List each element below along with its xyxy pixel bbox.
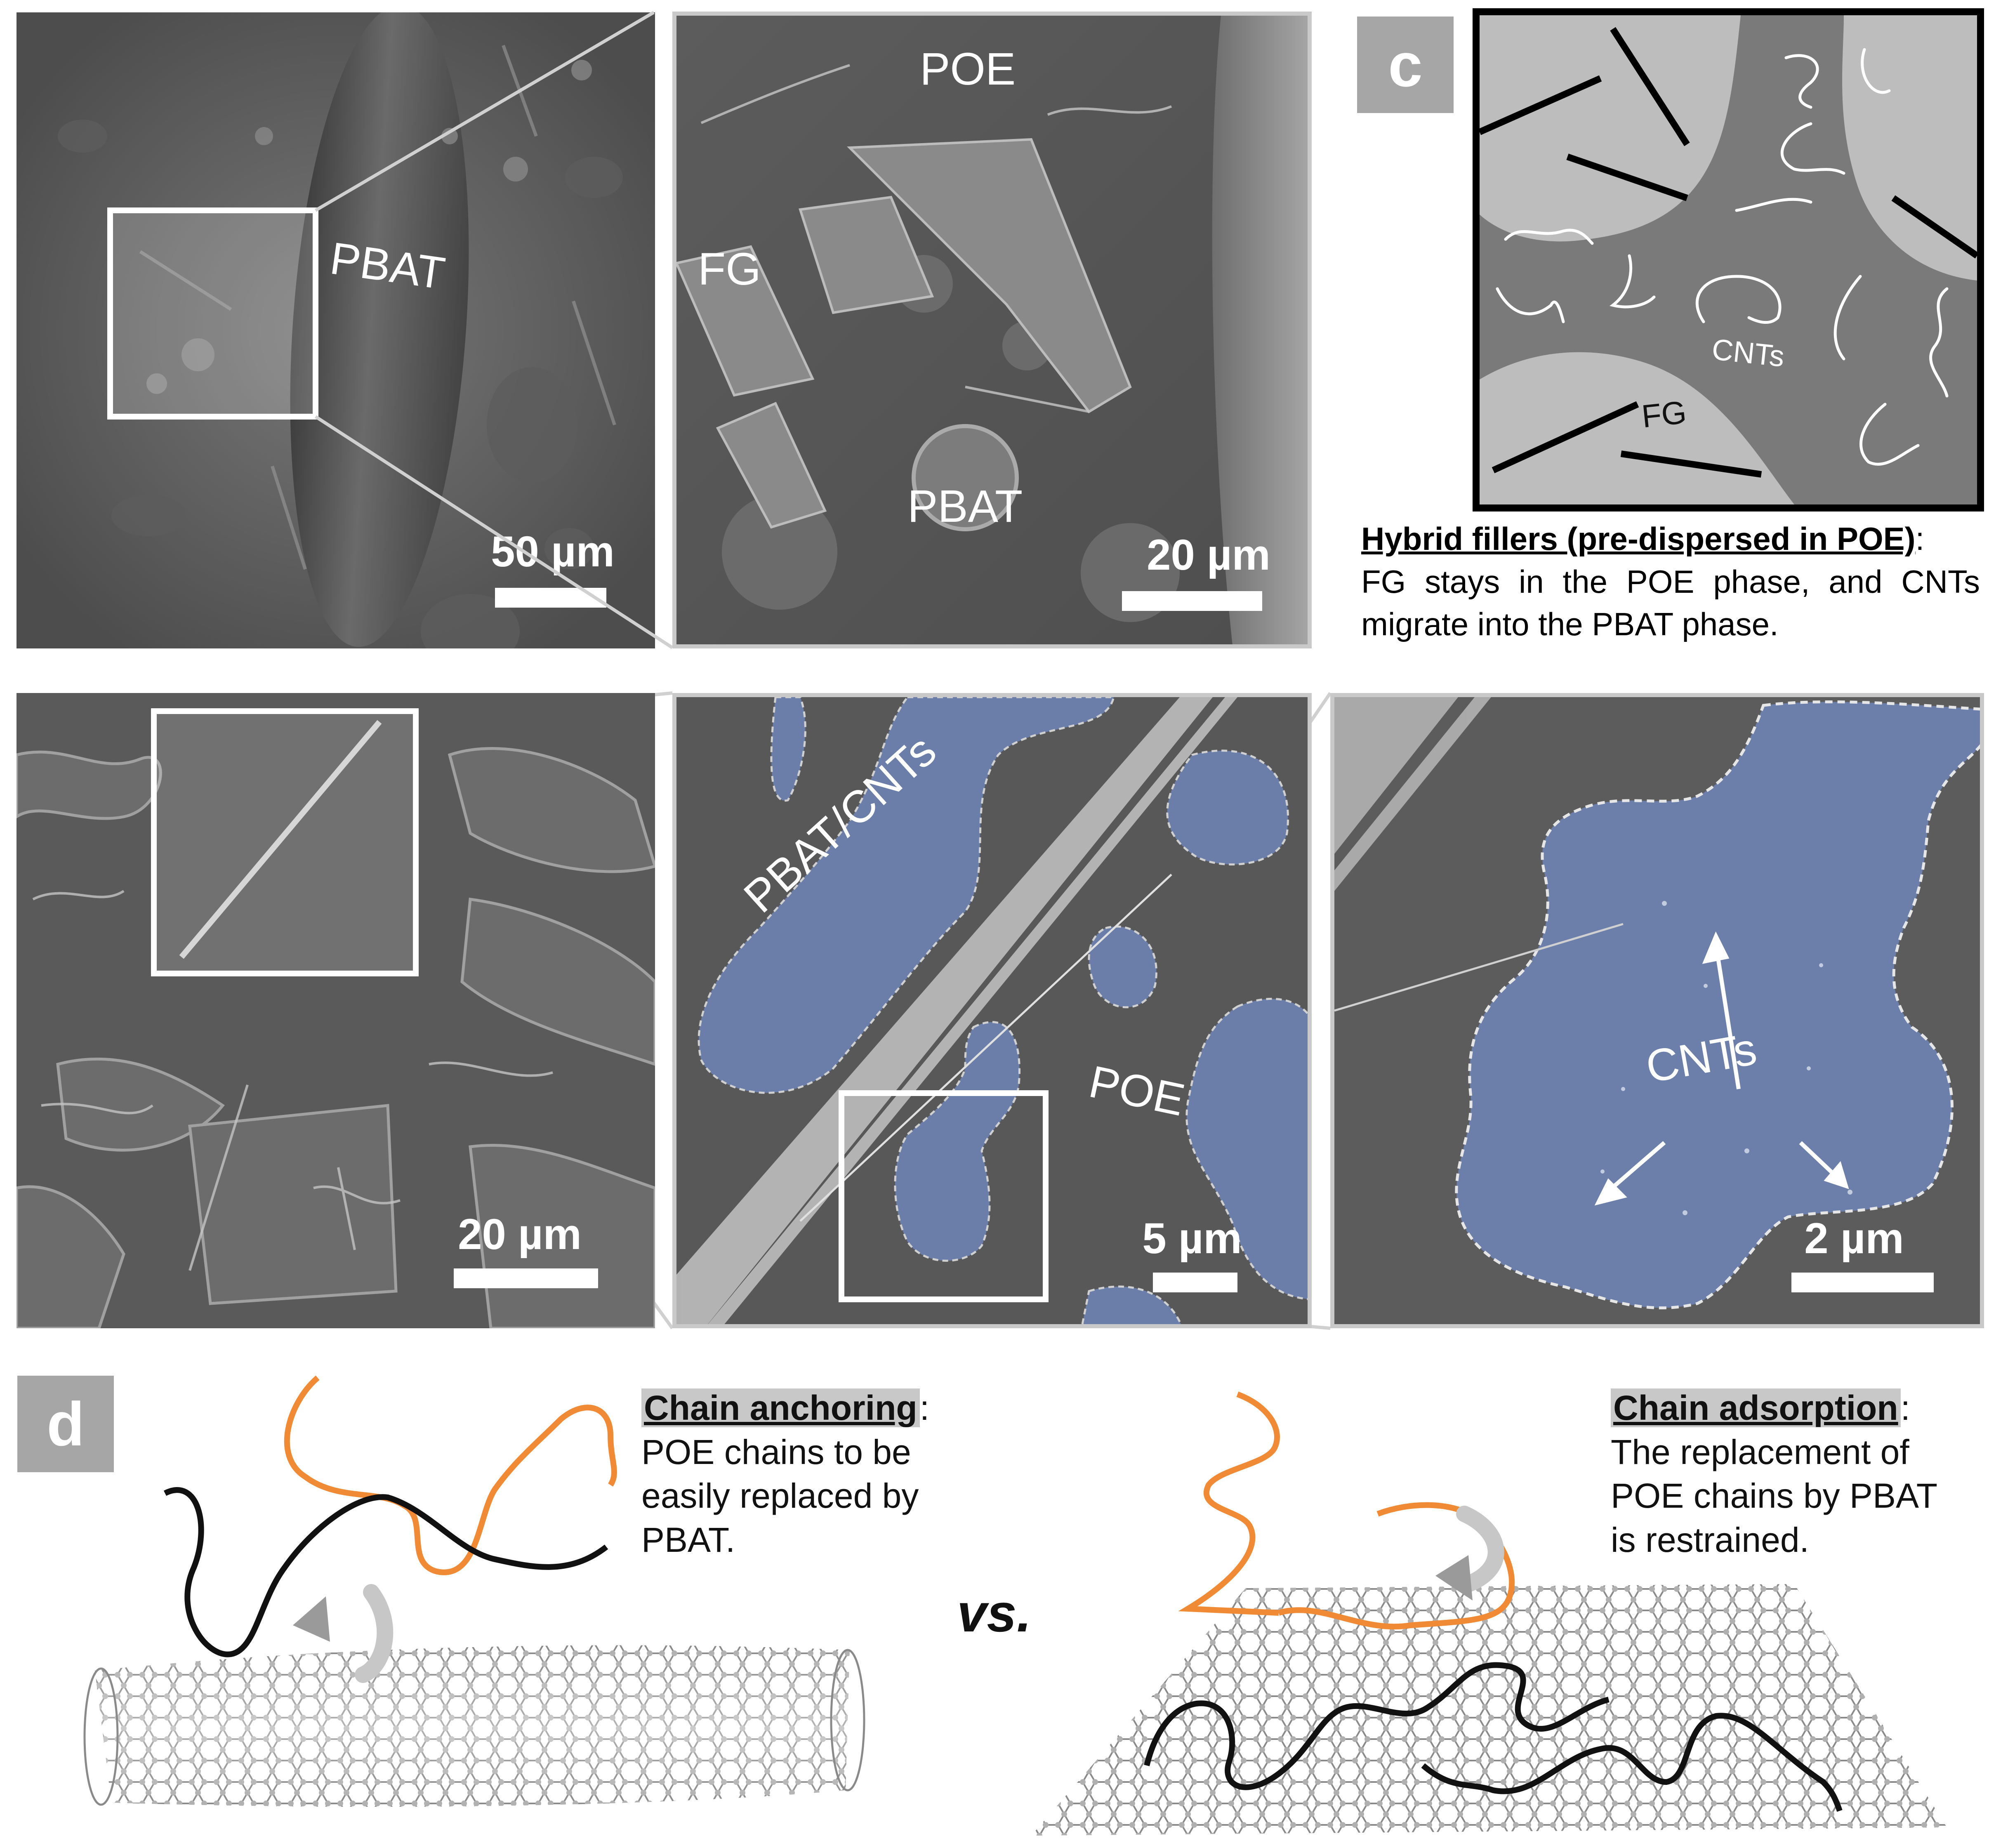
caption-line: The replacement of [1611,1432,1909,1471]
caption-colon: : [1900,1388,1911,1427]
caption-line: POE chains to be [641,1432,911,1471]
sem-image-a-zoom: POE FG PBAT 20 µm [672,12,1312,648]
panel-letter-d: d [17,1376,114,1472]
graphene-model [1031,1584,1947,1836]
caption-line: FG stays in the POE phase, and CNTs [1361,563,1980,600]
scale-bar-label: 20 µm [1147,531,1270,579]
caption-line: is restrained. [1611,1520,1809,1560]
vs-label: vs. [957,1583,1032,1643]
sem-texture [676,16,1308,644]
scale-bar [1153,1273,1237,1292]
label-pbat: PBAT [907,481,1023,532]
poe-chain [1178,1391,1280,1616]
label-cnts: CNTs [1710,333,1786,373]
pbat-chain [1144,1662,1610,1790]
scale-bar-label: 50 µm [491,528,615,576]
caption-line: easily replaced by [641,1476,919,1516]
sem-texture [1334,697,1980,1324]
caption-colon: : [1915,521,1925,557]
caption-title: Chain adsorption [1611,1388,1901,1427]
sem-image-a-overview: PBAT 50 µm [16,12,655,648]
schematic-c: CNTs FG [1472,8,1984,512]
sem-image-b-zoom: PBAT/CNTs POE 5 µm [672,693,1312,1328]
label-fg: FG [1640,394,1688,435]
caption-line: POE chains by PBAT [1611,1476,1938,1516]
caption-d-left: Chain anchoring: POE chains to be easily… [641,1386,1013,1562]
caption-line: migrate into the PBAT phase. [1361,606,1779,643]
sem-image-b-zoom2: CNTs 2 µm [1330,693,1984,1328]
sem-texture [16,693,655,1328]
scale-bar [495,588,606,608]
scale-bar-label: 20 µm [458,1210,582,1259]
caption-colon: : [919,1388,930,1427]
sem-image-b-overview: 20 µm [16,693,655,1328]
caption-c: Hybrid fillers (pre-dispersed in POE): F… [1361,518,1980,646]
panel-d-illustration [83,1375,1947,1836]
exchange-arrow [355,1584,394,1683]
scale-bar [1791,1273,1934,1292]
pbat-chain [163,1487,608,1657]
caption-d-right: Chain adsorption: The replacement of POE… [1611,1386,1982,1562]
label-poe: POE [920,44,1016,94]
panel-letter-c: c [1357,16,1454,113]
scale-bar-label: 5 µm [1142,1214,1242,1263]
scale-bar [454,1268,598,1288]
scale-bar [1122,591,1262,611]
poe-chain [284,1375,617,1575]
caption-title: Hybrid fillers (pre-dispersed in POE) [1361,521,1916,557]
caption-line: PBAT. [641,1520,735,1560]
label-fg: FG [698,244,761,295]
sem-texture [676,697,1308,1324]
caption-title: Chain anchoring [641,1388,920,1427]
nanotube-model [83,1645,865,1807]
exchange-arrow [1456,1506,1504,1592]
scale-bar-label: 2 µm [1804,1214,1904,1263]
